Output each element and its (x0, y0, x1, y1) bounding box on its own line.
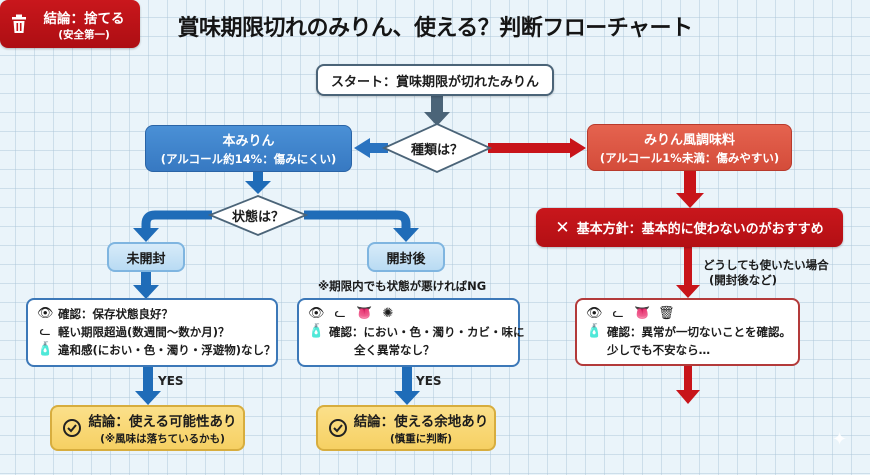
hon-mirin-title: 本みりん (222, 134, 275, 149)
arrow-unopened-to-check (133, 272, 159, 299)
tongue-icon: 👅 (634, 306, 651, 321)
decision-type-label: 種類は？ (410, 143, 463, 158)
decision-type-diamond (381, 123, 493, 173)
nose-icon: ᓚ (612, 306, 624, 321)
bottle-icon: 🧴 (586, 324, 603, 339)
policy-node: ✕ 基本方針：基本的に使わないのがおすすめ (536, 208, 843, 247)
conclusion-fuu: 結論：捨てる (安全第一) (0, 0, 140, 48)
arrow-check-mid-to-conclusion (394, 367, 420, 405)
check-row-text: 軽い期限超過(数週間〜数か月)？ (58, 325, 230, 339)
check-row-text: 確認：におい・色・濁り・カビ・味に (329, 325, 525, 339)
arrow-type-to-fuu (488, 138, 586, 158)
arrow-check-left-to-conclusion (135, 367, 161, 405)
bottle-icon: 🧴 (308, 324, 325, 339)
yes-label-mid: YES (416, 374, 442, 388)
arrow-hon-to-state (245, 172, 271, 194)
check-row-text: 違和感(におい・色・濁り・浮遊物)なし？ (58, 343, 276, 357)
check-unopened-box: 👁 確認：保存状態良好？ ᓚ 軽い期限超過(数週間〜数か月)？ 🧴 違和感(にお… (26, 298, 278, 367)
check-opened-box: 👁 ᓚ 👅 ✺ 🧴 確認：におい・色・濁り・カビ・味に 全く異常なし？ (297, 298, 525, 367)
trash-icon: 🗑 (658, 306, 675, 321)
check-row: 🧴 違和感(におい・色・濁り・浮遊物)なし？ (37, 341, 276, 359)
conclusion-unopened: 結論：使える可能性あり (※風味は落ちているかも) (50, 405, 245, 451)
opened-note: ※期限内でも状態が悪ければNG (318, 279, 487, 293)
mold-icon: ✺ (382, 306, 394, 321)
arrow-type-to-hon (354, 138, 388, 158)
check-icons-row: 👁 ᓚ 👅 ✺ (308, 305, 509, 323)
unopened-label: 未開封 (126, 251, 166, 267)
eye-icon: 👁 (37, 306, 54, 321)
unopened-node: 未開封 (107, 242, 185, 272)
eye-icon: 👁 (308, 306, 325, 321)
check-row: 🧴 確認：異常が一切ないことを確認。 (586, 323, 791, 341)
hon-mirin-node: 本みりん (アルコール約14%：傷みにくい) (145, 125, 352, 172)
nose-icon: ᓚ (39, 324, 51, 339)
start-node: スタート：賞味期限が切れたみりん (316, 64, 554, 96)
mirin-fuu-node: みりん風調味料 (アルコール1%未満：傷みやすい) (587, 124, 792, 171)
nose-icon: ᓚ (334, 306, 346, 321)
check-fuu-box: 👁 ᓚ 👅 🗑 🧴 確認：異常が一切ないことを確認。 少しでも不安なら… (575, 298, 800, 366)
check-row: 👁 確認：保存状態良好？ (37, 305, 267, 323)
arrow-fuu-to-policy (676, 171, 704, 208)
bottle-icon: 🧴 (37, 342, 54, 357)
arrow-check-fuu-to-conclusion (676, 366, 700, 404)
check-row-text: 確認：異常が一切ないことを確認。 (607, 325, 791, 339)
conclusion-title: 結論：使える余地あり (353, 414, 489, 430)
conclusion-title: 結論：使える可能性あり (88, 414, 237, 430)
check-row: 少しでも不安なら… (586, 341, 789, 359)
page-title: 賞味期限切れのみりん、使える？判断フローチャート (177, 16, 693, 41)
policy-branch-label: どうしても使いたい場合 (開封後など) (703, 258, 829, 288)
tongue-icon: 👅 (356, 306, 373, 321)
check-row: 🧴 確認：におい・色・濁り・カビ・味に (308, 323, 525, 341)
mirin-fuu-title: みりん風調味料 (643, 133, 735, 148)
arrow-state-to-unopened (133, 210, 212, 242)
check-row-text: 確認：保存状態良好？ (58, 307, 173, 321)
hon-mirin-subtitle: (アルコール約14%：傷みにくい) (160, 152, 337, 166)
trash-icon (12, 14, 26, 33)
policy-branch-line1: どうしても使いたい場合 (703, 258, 829, 272)
check-circle-icon (63, 419, 81, 437)
conclusion-title: 結論：捨てる (43, 10, 125, 27)
decision-state-label: 状態は？ (231, 210, 284, 225)
sparkle-icon: ✦ (832, 429, 848, 450)
check-icons-row: 👁 ᓚ 👅 🗑 (586, 305, 789, 323)
yes-label-left: YES (158, 374, 184, 388)
policy-label: 基本方針：基本的に使わないのがおすすめ (576, 222, 824, 237)
check-row-text: 少しでも不安なら… (607, 343, 711, 357)
start-label: スタート：賞味期限が切れたみりん (330, 74, 539, 90)
conclusion-subtitle: (慎重に判断) (389, 433, 453, 445)
check-row: ᓚ 軽い期限超過(数週間〜数か月)？ (37, 323, 267, 341)
eye-icon: 👁 (586, 306, 603, 321)
decision-state-diamond (207, 195, 309, 236)
conclusion-opened: 結論：使える余地あり (慎重に判断) (316, 405, 496, 451)
arrow-start-to-type (424, 96, 450, 126)
policy-branch-line2: (開封後など) (709, 273, 778, 287)
conclusion-subtitle: (※風味は落ちているかも) (100, 433, 225, 445)
check-row: 全く異常なし？ (308, 341, 509, 359)
conclusion-subtitle: (安全第一) (58, 28, 110, 41)
mirin-fuu-subtitle: (アルコール1%未満：傷みやすい) (599, 151, 780, 165)
opened-node: 開封後 (367, 242, 445, 272)
arrow-policy-to-check (676, 247, 700, 298)
arrow-state-to-opened (304, 210, 419, 242)
check-circle-icon (329, 419, 347, 437)
check-row-text: 全く異常なし？ (354, 343, 435, 357)
opened-label: 開封後 (386, 251, 426, 267)
x-icon: ✕ (555, 217, 570, 238)
